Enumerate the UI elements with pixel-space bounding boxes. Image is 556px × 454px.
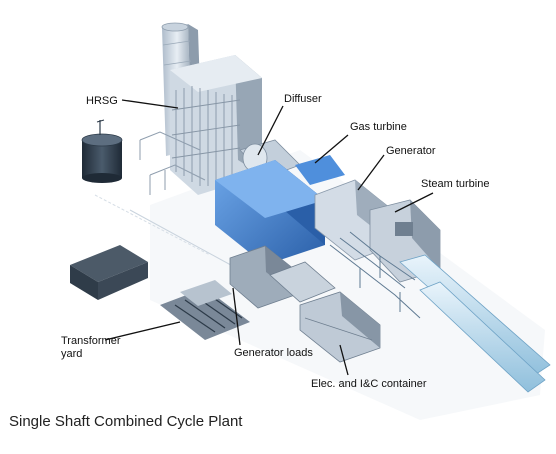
leader-steam-turbine [394,192,434,213]
leader-generator [357,154,385,191]
elec-ic-container [299,291,381,363]
pipework [329,231,551,393]
leader-transformer-yard [104,321,181,341]
label-transformer-yard-line2: yard [61,348,82,360]
generator-loads-building [229,245,336,309]
label-transformer-yard-line1: Transformer [61,335,121,347]
leader-lines [104,99,434,376]
leader-generator-loads [232,287,241,346]
label-hrsg: HRSG [86,95,118,107]
label-diffuser: Diffuser [284,93,322,105]
transformer-yard [160,280,250,340]
leader-gas-turbine [314,134,349,164]
auxiliary-building [70,245,148,300]
label-elec-ic-container: Elec. and I&C container [311,378,427,390]
label-gas-turbine: Gas turbine [350,121,407,133]
leader-hrsg [121,99,179,109]
leader-elec-ic-container [339,344,349,376]
figure-caption: Single Shaft Combined Cycle Plant [9,413,243,430]
label-generator-loads: Generator loads [234,347,313,359]
leader-diffuser [257,105,284,156]
gas-turbine-enclosure [215,155,345,265]
pipe-rack-left [139,131,206,195]
storage-tank [81,119,123,183]
label-steam-turbine: Steam turbine [421,178,489,190]
label-generator: Generator [386,145,436,157]
